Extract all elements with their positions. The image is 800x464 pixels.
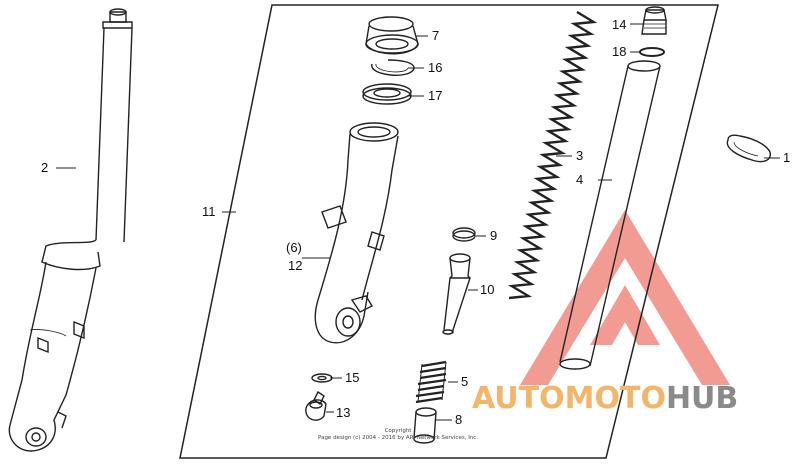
copyright-line-2: Page design (c) 2004 - 2016 by ARI Netwo… (318, 435, 479, 441)
rebound-spring (415, 360, 447, 404)
part-label-4: 4 (576, 172, 584, 187)
fork-bolt (641, 6, 667, 35)
watermark-text-part2: HUB (665, 381, 739, 416)
damper-piston (442, 253, 471, 335)
fork-spring (508, 10, 598, 300)
copyright-notice: Copyright Page design (c) 2004 - 2016 by… (318, 428, 478, 442)
part-label-16: 16 (428, 60, 443, 75)
watermark-logo (520, 210, 730, 385)
part-label-13: 13 (336, 405, 351, 420)
snap-ring (371, 59, 415, 76)
oil-seal (362, 83, 412, 105)
piston-ring (452, 227, 476, 242)
oil-lock-piece (413, 407, 437, 444)
fork-leg-assembly (8, 8, 133, 452)
part-label-14: 14 (612, 17, 627, 32)
part-label-3: 3 (576, 148, 584, 163)
part-label-1: 1 (783, 150, 791, 165)
part-label-9: 9 (490, 228, 498, 243)
sealing-washer (311, 373, 333, 383)
part-label-12: 12 (288, 258, 303, 273)
socket-bolt (305, 390, 327, 421)
part-label-8: 8 (455, 412, 463, 427)
part-label-2: 2 (41, 160, 49, 175)
copyright-line-1: Copyright (384, 428, 412, 434)
fork-slider (314, 122, 399, 344)
leader-lines (56, 23, 780, 421)
clamp-ring (726, 134, 771, 163)
assembly-frame (179, 4, 719, 459)
watermark-text: AUTOMOTOHUB (472, 384, 738, 414)
fork-tube (559, 60, 661, 370)
part-label-15: 15 (345, 370, 360, 385)
part-label-18: 18 (612, 44, 627, 59)
part-label-7: 7 (432, 28, 440, 43)
watermark-text-part1: AUTOMOTO (472, 381, 666, 416)
part-label-17: 17 (428, 88, 443, 103)
part-label-11: 11 (202, 204, 216, 219)
part-label-6: (6) (286, 240, 302, 255)
part-label-10: 10 (480, 282, 495, 297)
part-label-5: 5 (461, 374, 469, 389)
o-ring (639, 47, 665, 57)
dust-seal (365, 16, 419, 55)
